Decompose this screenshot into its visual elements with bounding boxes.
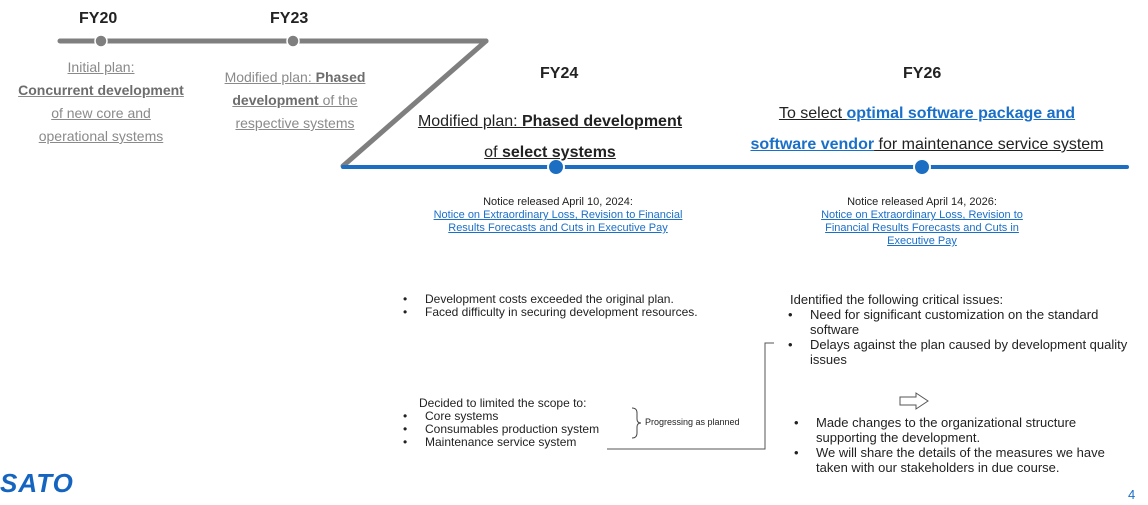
scope-heading: Decided to limited the scope to: — [419, 396, 587, 410]
fy26-plan-rest: for maintenance service system — [874, 136, 1104, 153]
list-item: We will share the details of the measure… — [794, 445, 1134, 475]
fy26-plan: To select optimal software package and s… — [708, 98, 1146, 160]
fy26-plan-prefix: To select — [778, 105, 847, 122]
fy20-plan: Initial plan: Concurrent development of … — [0, 56, 202, 148]
scope-list: Core systems Consumables production syst… — [403, 410, 643, 450]
fy24-issues-list: Development costs exceeded the original … — [403, 293, 711, 320]
list-item: Development costs exceeded the original … — [403, 293, 711, 307]
fy20-plan-line3: of new core and — [51, 105, 151, 121]
notice-fy26-released: Notice released April 14, 2026: — [847, 196, 997, 208]
fy24-label: FY24 — [540, 65, 579, 82]
fy23-plan-bold2: development — [232, 92, 319, 108]
fy23-plan-line3: respective systems — [235, 115, 355, 131]
fy24-plan: Modified plan: Phased development of sel… — [398, 106, 702, 168]
notice-fy26-link-line2[interactable]: Financial Results Forecasts and Cuts in — [825, 222, 1019, 234]
notice-fy24-link-line1[interactable]: Notice on Extraordinary Loss, Revision t… — [433, 209, 683, 221]
list-item: Core systems — [403, 410, 643, 424]
list-item: Need for significant customization on th… — [788, 307, 1144, 337]
notice-fy24-link-line2[interactable]: Results Forecasts and Cuts in Executive … — [448, 222, 668, 234]
fy24-plan-bold1: Phased development — [522, 113, 683, 130]
fy26-issues-heading: Identified the following critical issues… — [790, 292, 1004, 307]
fy24-marker — [547, 158, 565, 176]
notice-fy26-link-line1[interactable]: Notice on Extraordinary Loss, Revision t… — [821, 209, 1023, 221]
notice-fy26: Notice released April 14, 2026: Notice o… — [782, 196, 1062, 248]
notice-fy24-released: Notice released April 10, 2024: — [483, 196, 633, 208]
fy26-plan-link2[interactable]: software vendor — [750, 136, 875, 153]
progress-label: Progressing as planned — [645, 417, 740, 427]
fy23-marker — [286, 34, 300, 48]
fy26-marker — [913, 158, 931, 176]
fy23-label: FY23 — [270, 10, 309, 27]
fy20-marker — [94, 34, 108, 48]
fy23-plan-rest: of the — [318, 92, 358, 108]
gray-timeline-diagonal — [340, 38, 489, 169]
fy26-issues-list: Need for significant customization on th… — [788, 307, 1144, 367]
fy24-plan-prefix: Modified plan: — [417, 113, 522, 130]
list-item: Maintenance service system — [403, 436, 643, 450]
down-arrow-icon — [899, 392, 929, 410]
fy24-plan-prefix2: of — [484, 144, 502, 161]
fy26-actions-list: Made changes to the organizational struc… — [794, 415, 1134, 475]
fy23-plan-prefix: Modified plan: — [224, 69, 316, 85]
fy23-plan-bold1: Phased — [315, 69, 366, 85]
fy23-plan: Modified plan: Phased development of the… — [208, 66, 382, 135]
list-item: Faced difficulty in securing development… — [403, 306, 711, 320]
fy20-label: FY20 — [79, 10, 118, 27]
list-item: Delays against the plan caused by develo… — [788, 337, 1144, 367]
fy26-label: FY26 — [903, 65, 942, 82]
page-number: 4 — [1128, 487, 1136, 502]
fy20-plan-line2: Concurrent development — [18, 82, 184, 98]
notice-fy24: Notice released April 10, 2024: Notice o… — [396, 196, 720, 235]
fy26-plan-link1[interactable]: optimal software package and — [846, 105, 1076, 122]
list-item: Made changes to the organizational struc… — [794, 415, 1134, 445]
fy20-plan-line1: Initial plan: — [67, 59, 135, 75]
fy24-plan-bold2: select systems — [501, 144, 616, 161]
sato-logo: SATO — [0, 468, 74, 498]
fy20-plan-line4: operational systems — [38, 128, 164, 144]
connector-line — [607, 342, 774, 450]
notice-fy26-link-line3[interactable]: Executive Pay — [887, 235, 957, 247]
list-item: Consumables production system — [403, 423, 643, 437]
